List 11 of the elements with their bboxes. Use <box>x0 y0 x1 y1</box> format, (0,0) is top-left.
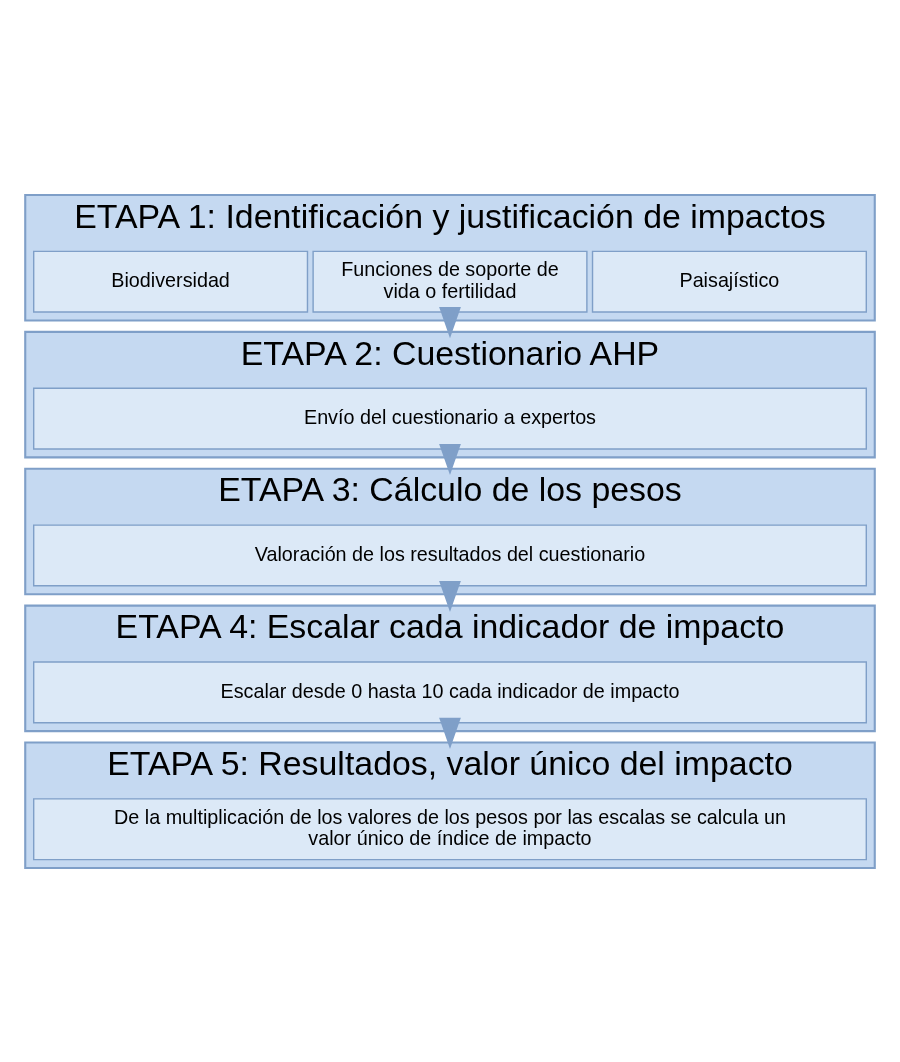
node-box: Valoración de los resultados del cuestionario <box>33 523 867 587</box>
node-box: De la multiplicación de los valores de los pesos por las escalas se calcula un valor único de índice de impacto <box>33 797 867 860</box>
node-box: Escalar desde 0 hasta 10 cada indicador de impacto <box>33 660 867 723</box>
node-box: Paisajístico <box>591 250 867 313</box>
node-box: Funciones de soporte de vida o fertilidad <box>312 250 588 313</box>
node-box: Envío del cuestionario a expertos <box>33 387 867 450</box>
arrow <box>439 717 461 749</box>
arrow <box>439 306 461 338</box>
node-box: Biodiversidad <box>33 250 309 313</box>
arrow <box>439 443 461 475</box>
arrow <box>439 580 461 612</box>
